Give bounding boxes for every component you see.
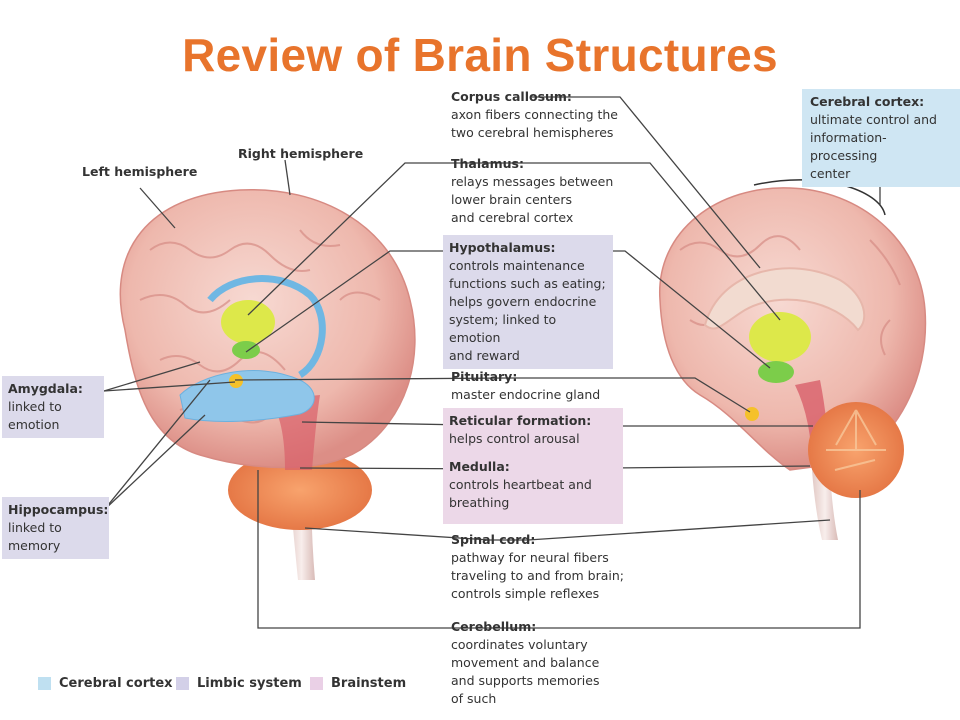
callout-cerebellum-desc-3: of such — [451, 691, 497, 706]
callout-cerebral-cortex-desc-2: center — [810, 166, 851, 181]
corpus-callosum-sagittal — [703, 267, 866, 332]
callout-amygdala-desc-0: linked to — [8, 399, 62, 414]
callout-cerebellum-name: Cerebellum: — [451, 619, 537, 634]
callout-hypothalamus-desc-1: functions such as eating; — [449, 276, 606, 291]
legend-swatch-limbic-system — [176, 677, 189, 690]
callout-spinal-cord-name: Spinal cord: — [451, 532, 536, 547]
callout-medulla-desc-0: controls heartbeat and — [449, 477, 592, 492]
left-hemisphere-label: Left hemisphere — [82, 164, 198, 179]
callout-pituitary-desc-0: master endocrine gland — [451, 387, 601, 402]
callout-hypothalamus-desc-2: helps govern endocrine — [449, 294, 597, 309]
callout-corpus-callosum-name: Corpus callosum: — [451, 89, 572, 104]
legend-label-limbic-system: Limbic system — [197, 676, 302, 691]
callout-corpus-callosum: Corpus callosum: axon fibers connecting … — [451, 88, 618, 142]
callout-pituitary: Pituitary: master endocrine gland — [451, 368, 600, 404]
callout-cerebral-cortex-name: Cerebral cortex: — [810, 94, 925, 109]
callout-spinal-cord-desc-2: controls simple reflexes — [451, 586, 600, 601]
callout-thalamus-desc-2: and cerebral cortex — [451, 210, 574, 225]
callout-pituitary-name: Pituitary: — [451, 369, 518, 384]
callout-hippocampus: Hippocampus: linked to memory — [2, 497, 109, 559]
callout-hypothalamus-name: Hypothalamus: — [449, 240, 556, 255]
callout-medulla: Medulla: controls heartbeat and breathin… — [449, 458, 617, 512]
fornix-left — [207, 275, 326, 378]
callout-thalamus-name: Thalamus: — [451, 156, 524, 171]
callout-reticular-formation: Reticular formation: helps control arous… — [449, 412, 617, 448]
callout-amygdala-name: Amygdala: — [8, 381, 83, 396]
callout-hypothalamus-desc-0: controls maintenance — [449, 258, 585, 273]
callout-cerebellum-desc-1: movement and balance — [451, 655, 600, 670]
callout-hippocampus-desc-0: linked to — [8, 520, 62, 535]
callout-spinal-cord-desc-1: traveling to and from brain; — [451, 568, 624, 583]
callout-corpus-callosum-desc-0: axon fibers connecting the — [451, 107, 618, 122]
callout-medulla-name: Medulla: — [449, 459, 510, 474]
callout-medulla-desc-1: breathing — [449, 495, 510, 510]
callout-cerebral-cortex-desc-0: ultimate control and — [810, 112, 937, 127]
callout-corpus-callosum-desc-1: two cerebral hemispheres — [451, 125, 614, 140]
callout-spinal-cord: Spinal cord: pathway for neural fibers t… — [451, 531, 624, 603]
hypothalamus-sagittal — [758, 361, 794, 383]
callout-cerebral-cortex: Cerebral cortex: ultimate control and in… — [802, 89, 960, 187]
legend-swatch-brainstem — [310, 677, 323, 690]
callout-reticular-formation-name: Reticular formation: — [449, 413, 592, 428]
callout-amygdala: Amygdala: linked to emotion — [2, 376, 104, 438]
legend-label-cerebral-cortex: Cerebral cortex — [59, 676, 173, 691]
pituitary-sagittal — [745, 407, 759, 421]
callout-amygdala-desc-1: emotion — [8, 417, 60, 432]
callout-thalamus: Thalamus: relays messages between lower … — [451, 155, 613, 227]
callout-cerebellum: Cerebellum: coordinates voluntary moveme… — [451, 618, 599, 708]
page-title: Review of Brain Structures — [182, 29, 778, 81]
callout-hypothalamus: Hypothalamus: controls maintenance funct… — [443, 235, 613, 369]
hypothalamus-left — [232, 341, 260, 359]
callout-cerebral-cortex-desc-1: information-processing — [810, 130, 887, 163]
brain-sagittal-view — [659, 179, 927, 540]
thalamus-sagittal — [749, 312, 811, 362]
spinal-cord-sagittal — [812, 470, 838, 540]
callout-cerebellum-desc-0: coordinates voluntary — [451, 637, 588, 652]
callout-hippocampus-desc-1: memory — [8, 538, 61, 553]
thalamus-left — [221, 300, 275, 344]
callout-spinal-cord-desc-0: pathway for neural fibers — [451, 550, 609, 565]
callout-cerebellum-desc-2: and supports memories — [451, 673, 600, 688]
cerebellum-left — [228, 450, 372, 530]
right-hemisphere-label: Right hemisphere — [238, 146, 364, 161]
amygdala-left — [229, 374, 243, 388]
callout-hypothalamus-desc-3: system; linked to emotion — [449, 312, 557, 345]
callout-thalamus-desc-0: relays messages between — [451, 174, 614, 189]
callout-brainstem-group: Reticular formation: helps control arous… — [443, 408, 623, 524]
legend-swatch-cerebral-cortex — [38, 677, 51, 690]
callout-reticular-formation-desc-0: helps control arousal — [449, 431, 580, 446]
callout-thalamus-desc-1: lower brain centers — [451, 192, 572, 207]
brain-3d-view — [119, 189, 416, 580]
callout-hypothalamus-desc-4: and reward — [449, 348, 520, 363]
callout-hippocampus-name: Hippocampus: — [8, 502, 109, 517]
legend-label-brainstem: Brainstem — [331, 676, 407, 691]
